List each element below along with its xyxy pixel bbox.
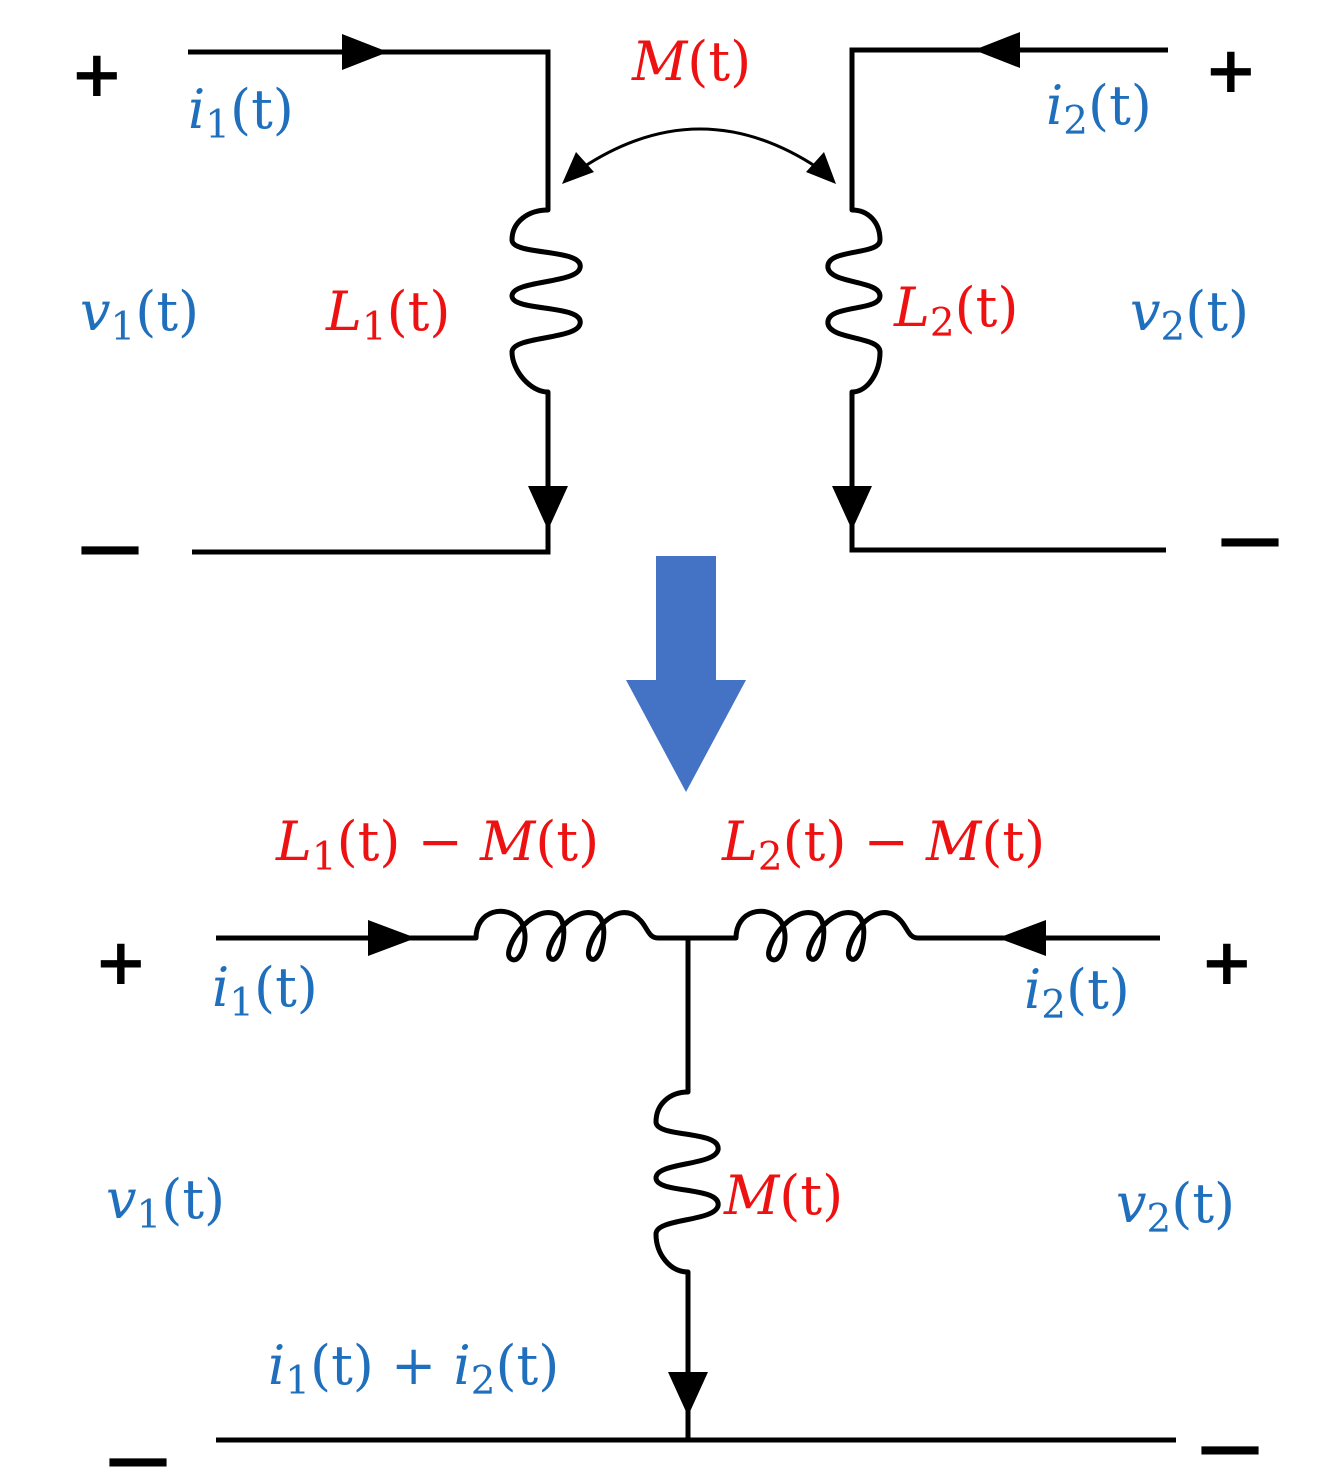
bottom-i1-label: i1(t) [212, 956, 318, 1026]
top-left-plus: + [70, 38, 124, 112]
shunt-inductor-m-coil [653, 1089, 721, 1275]
bottom-right-minus: — [1198, 1410, 1262, 1482]
bottom-l1-minus-m-label: L1(t) − M(t) [275, 810, 599, 880]
bottom-m-label: M(t) [723, 1164, 843, 1227]
top-i2-label: i2(t) [1046, 74, 1152, 144]
top-v1-label: v1(t) [80, 280, 199, 350]
mutual-coupling-arc [581, 127, 819, 170]
series-inductor-right-coil [733, 908, 921, 963]
bottom-v2-label: v2(t) [1116, 1172, 1235, 1242]
left-down-arrowhead [528, 486, 568, 530]
top-left-minus: — [78, 510, 142, 584]
top-l1-label: L1(t) [325, 280, 450, 350]
inductor-l1-coil [509, 207, 583, 395]
top-l2-label: L2(t) [893, 276, 1018, 346]
bottom-v1-label: v1(t) [106, 1168, 225, 1238]
inductor-l2-coil [825, 207, 883, 395]
bottom-i1-arrowhead [368, 920, 416, 956]
bottom-i2-label: i2(t) [1024, 958, 1130, 1028]
top-left-lower-wire [192, 392, 551, 555]
top-i1-label: i1(t) [188, 78, 294, 148]
top-right-lower-wire [849, 392, 1166, 553]
bottom-current-sum-label: i1(t) + i2(t) [268, 1334, 559, 1404]
mutual-arc-left-head [562, 152, 594, 184]
top-v2-label: v2(t) [1130, 280, 1249, 350]
top-m-label: M(t) [631, 30, 751, 93]
bottom-circuit: + + — — i1(t) i2(t) v1(t) v2(t) L1(t) − … [94, 810, 1262, 1482]
top-left-upper-wire [188, 49, 551, 210]
bottom-left-minus: — [106, 1422, 170, 1482]
bottom-i2-arrowhead [998, 920, 1046, 956]
top-right-plus: + [1204, 34, 1258, 108]
i2-arrowhead [974, 32, 1020, 68]
mutual-arc-right-head [806, 152, 836, 184]
top-circuit: + + — — i1(t) i2(t) v1(t) v2(t) L1(t) L2… [70, 30, 1282, 584]
i1-arrowhead [342, 34, 388, 70]
top-right-minus: — [1218, 502, 1282, 576]
bottom-left-plus: + [94, 926, 148, 1000]
right-down-arrowhead [832, 486, 872, 530]
shunt-down-arrowhead [668, 1372, 708, 1416]
bottom-right-plus: + [1200, 926, 1254, 1000]
top-right-upper-wire [849, 47, 1168, 210]
transform-down-arrow [626, 556, 746, 792]
series-inductor-left-coil [473, 908, 661, 963]
bottom-l2-minus-m-label: L2(t) − M(t) [721, 810, 1045, 880]
